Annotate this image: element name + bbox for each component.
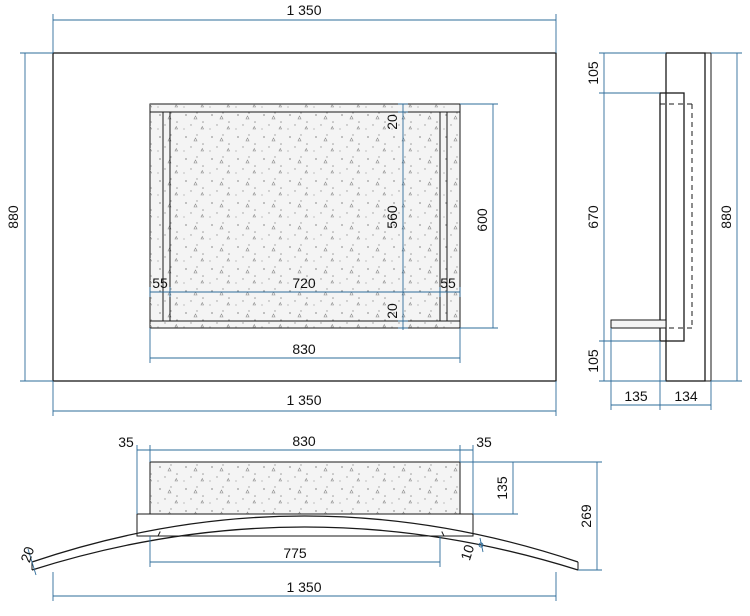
label-front-right-jamb: 55 <box>440 275 456 291</box>
plan-insert-frame <box>136 513 474 537</box>
label-plan-block-width: 830 <box>292 433 316 449</box>
label-front-inner-width: 720 <box>292 275 316 291</box>
front-view: 1 350 1 350 880 20 560 20 600 55 720 55 <box>5 2 557 416</box>
label-plan-total-depth: 269 <box>578 504 594 528</box>
label-front-bottom-width: 1 350 <box>286 392 321 408</box>
front-outer-slab <box>52 52 557 382</box>
dim-plan-right-thickness <box>479 537 484 553</box>
label-front-height: 880 <box>5 205 21 229</box>
label-side-total: 880 <box>718 205 734 229</box>
label-plan-total-width: 1 350 <box>286 579 321 595</box>
label-front-bottom-offset: 20 <box>384 303 400 319</box>
label-plan-right-thickness: 10 <box>457 542 477 562</box>
plan-curved-slab-outer <box>31 515 579 563</box>
label-side-depth-back: 134 <box>674 388 698 404</box>
label-side-middle: 670 <box>585 205 601 229</box>
label-side-top: 105 <box>585 61 601 85</box>
label-front-opening-height: 600 <box>474 208 490 232</box>
side-hearth-lip <box>610 319 667 329</box>
side-view: 105 670 105 880 135 134 <box>585 52 742 410</box>
side-insert <box>659 92 685 342</box>
label-side-bottom: 105 <box>585 349 601 373</box>
label-front-top-width: 1 350 <box>286 2 321 18</box>
plan-curved-slab-inner <box>31 526 579 571</box>
plan-view: 35 830 35 135 269 775 20 10 1 350 <box>17 433 602 601</box>
label-plan-left-overhang: 35 <box>118 434 134 450</box>
label-front-top-offset: 20 <box>384 114 400 130</box>
label-front-opening-width: 830 <box>292 341 316 357</box>
label-front-inner-height: 560 <box>384 205 400 229</box>
dim-plan-left-thickness <box>27 548 37 576</box>
label-plan-left-thickness: 20 <box>17 544 37 564</box>
label-plan-right-overhang: 35 <box>476 434 492 450</box>
front-insert-texture <box>150 104 460 328</box>
side-slab <box>665 52 706 382</box>
label-plan-inner-chord: 775 <box>283 545 307 561</box>
label-side-depth-front: 135 <box>624 388 648 404</box>
label-plan-block-depth: 135 <box>494 476 510 500</box>
label-front-left-jamb: 55 <box>152 275 168 291</box>
